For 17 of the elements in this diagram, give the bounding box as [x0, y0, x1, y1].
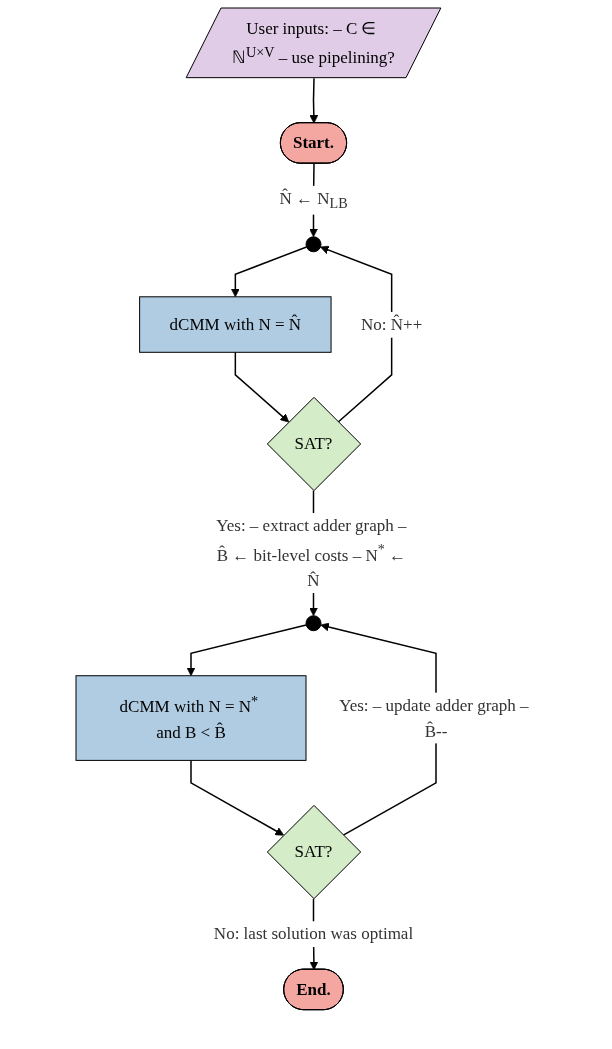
node-box: dCMM with N = N̂ — [139, 296, 332, 353]
edge-label: N̂ ← N$_{LB}$ — [279, 188, 348, 212]
arrow — [320, 245, 393, 423]
arrow — [309, 77, 319, 124]
node-diamond: SAT? — [266, 396, 362, 492]
node-circle — [305, 615, 322, 632]
node-box: dCMM with N = N$^{*}$ and B < B̂ — [75, 675, 307, 761]
edge-label: Yes: – extract adder graph – B̂ ← bit-level costs – N$^{*}$ ← N̂ — [216, 516, 407, 590]
node-diamond: SAT? — [266, 804, 362, 900]
edge-label: No: N̂++ — [361, 314, 423, 334]
edge-label: Yes: – update adder graph – B̂-- — [339, 695, 529, 741]
arrow — [234, 351, 290, 423]
arrow — [230, 246, 308, 298]
arrow — [190, 759, 285, 836]
edge-label: No: last solution was optimal — [213, 924, 414, 944]
arrow — [186, 624, 307, 677]
node-circle — [305, 236, 322, 253]
